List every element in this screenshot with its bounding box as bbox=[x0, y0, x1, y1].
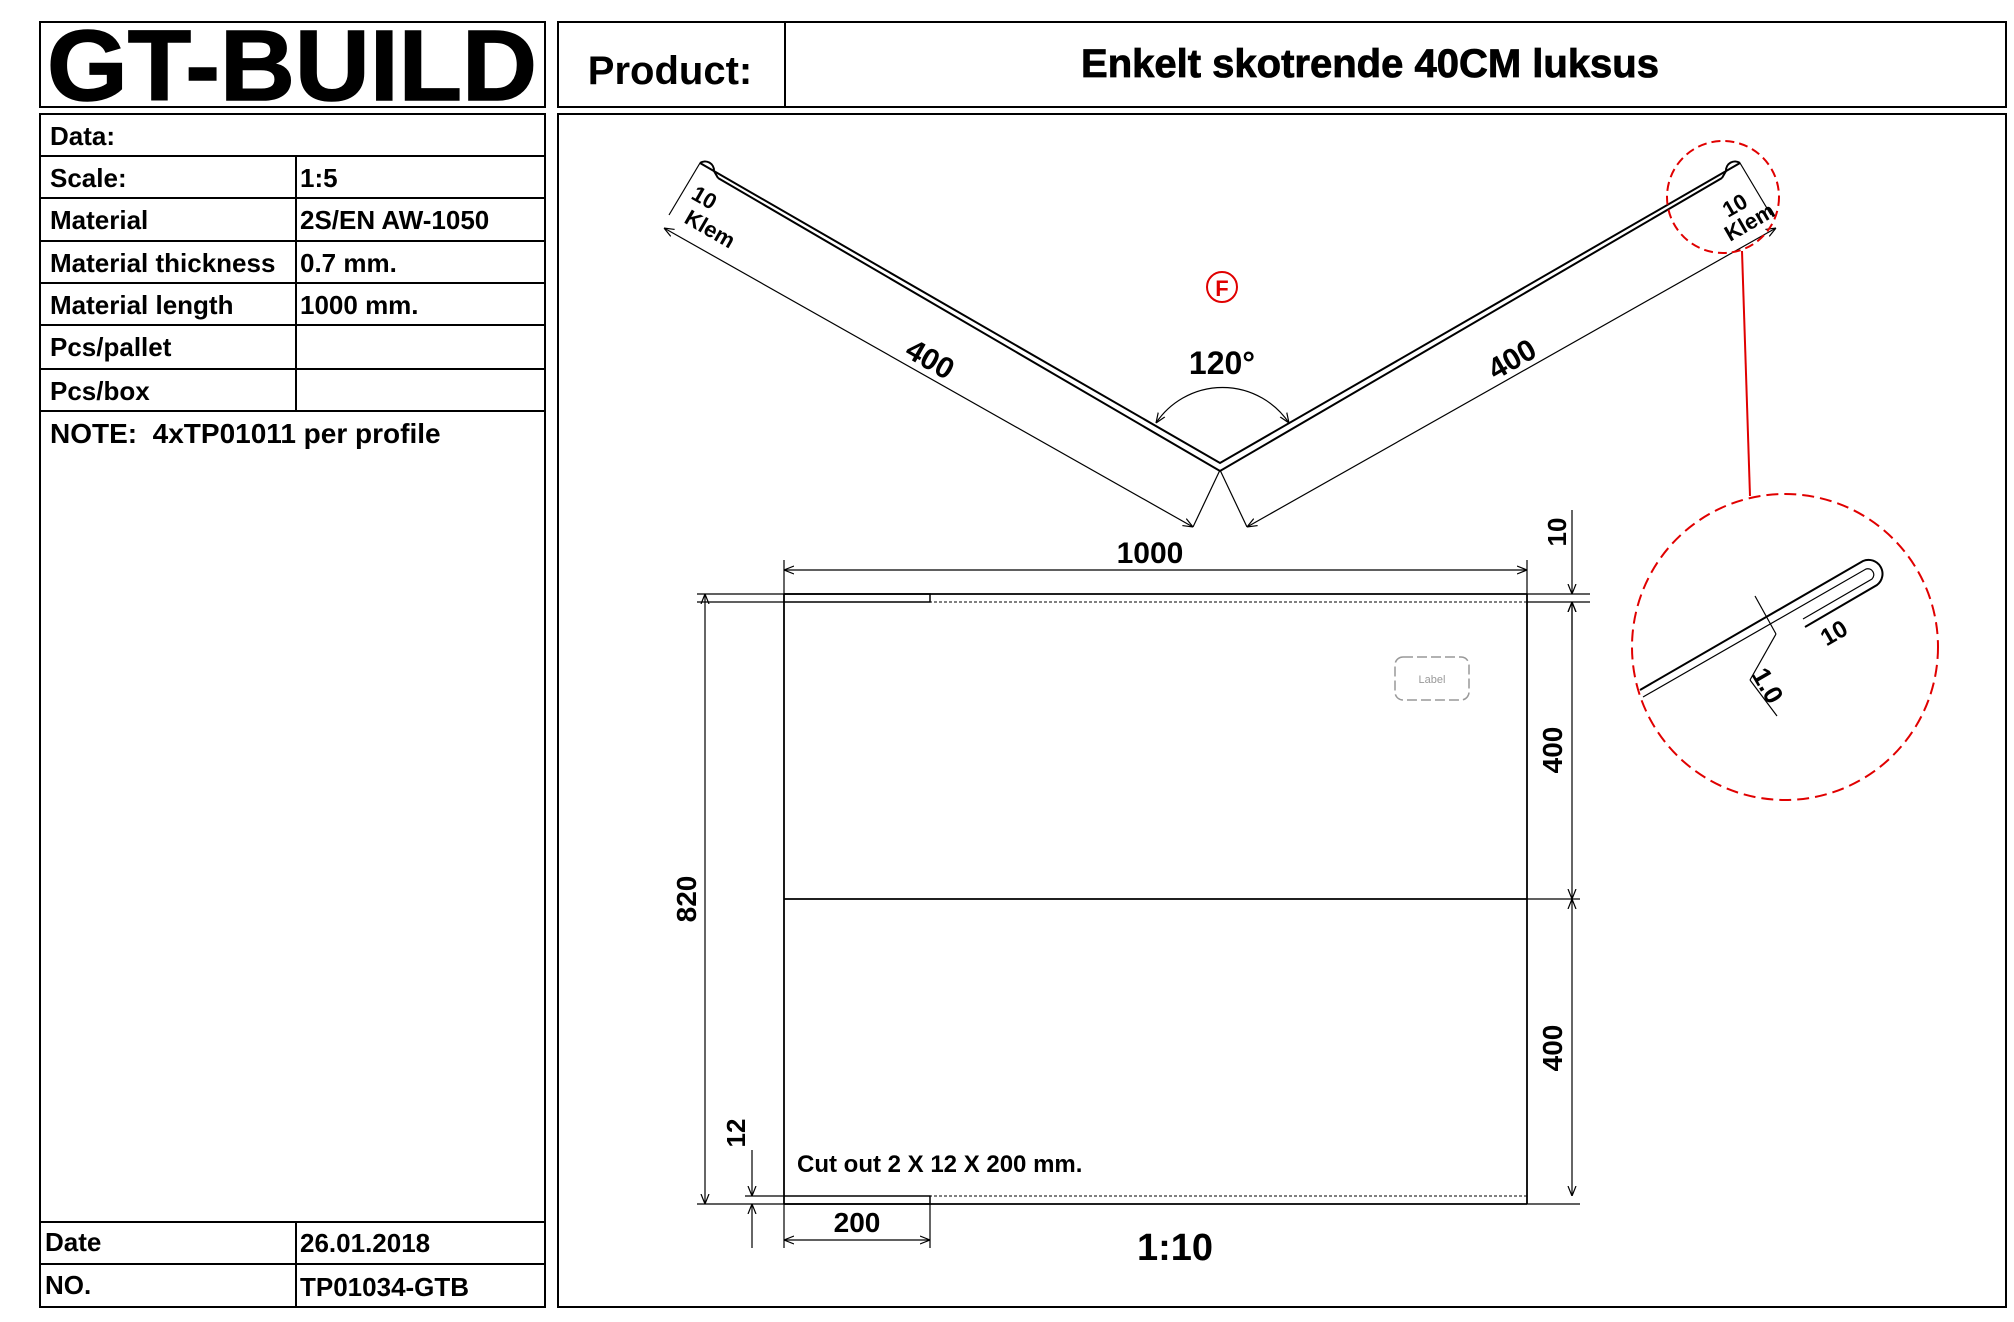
product-label: Product: bbox=[588, 49, 752, 93]
note-text: NOTE: 4xTP01011 per profile bbox=[50, 418, 441, 449]
logo-frame bbox=[39, 21, 546, 108]
detail-callout-large bbox=[1631, 493, 1939, 801]
product-frame bbox=[557, 21, 2007, 108]
detail-hem-inner bbox=[1642, 568, 1875, 698]
detail-radius-label: 1.0 bbox=[1746, 662, 1790, 708]
detail-hem-label: 10 bbox=[1816, 615, 1853, 652]
label-placeholder-text: Label bbox=[1419, 674, 1446, 686]
dim-upper-label: 400 bbox=[1537, 727, 1568, 774]
thickness-label: Material thickness bbox=[50, 248, 275, 278]
face-marker-circle bbox=[1206, 271, 1238, 303]
title-block: GT-BUILD Product: Enkelt skotrende 40CM … bbox=[39, 9, 2007, 123]
detail-leader bbox=[1741, 250, 1751, 497]
view-scale: 1:10 bbox=[1137, 1227, 1213, 1269]
date-label: Date bbox=[45, 1227, 101, 1257]
dim-right-leg bbox=[1247, 228, 1776, 527]
product-name: Enkelt skotrende 40CM luksus bbox=[1081, 42, 1659, 86]
dim-width-label: 1000 bbox=[1117, 537, 1184, 570]
pcs-box-label: Pcs/box bbox=[50, 376, 150, 406]
flat-view: 1000 820 10 400 400 12 200 Cut out 2 X 1… bbox=[671, 510, 1590, 1269]
no-value: TP01034-GTB bbox=[300, 1272, 469, 1302]
detail-callout-small bbox=[1666, 140, 1780, 254]
dim-left-leg-label: 400 bbox=[900, 333, 960, 387]
material-label: Material bbox=[50, 205, 148, 235]
angle-arc bbox=[1156, 386, 1289, 423]
profile-outer-line bbox=[699, 162, 1741, 465]
length-value: 1000 mm. bbox=[300, 290, 419, 320]
drawing-frame bbox=[557, 113, 2007, 1308]
bottom-cutout bbox=[784, 1195, 931, 1205]
dim-lower-label: 400 bbox=[1537, 1025, 1568, 1072]
dim-cutout-label: 200 bbox=[834, 1207, 881, 1238]
dim-height-label: 820 bbox=[671, 876, 702, 923]
face-marker-text: F bbox=[1215, 276, 1228, 301]
data-label: Data: bbox=[50, 121, 115, 151]
detail-view: 1.0 10 bbox=[1631, 493, 1939, 801]
label-placeholder bbox=[1394, 656, 1470, 701]
profile-view: 400 400 120° 10 Klem 10 Klem F bbox=[664, 140, 1780, 527]
scale-value: 1:5 bbox=[300, 163, 338, 193]
pcs-pallet-label: Pcs/pallet bbox=[50, 332, 172, 362]
scale-label: Scale: bbox=[50, 163, 127, 193]
profile-inner-line bbox=[717, 177, 1723, 473]
length-label: Material length bbox=[50, 290, 233, 320]
dim-left-leg bbox=[664, 228, 1193, 527]
dim-notch-label: 12 bbox=[721, 1119, 751, 1148]
no-label: NO. bbox=[45, 1270, 91, 1300]
info-table: Data: Scale: 1:5 Material 2S/EN AW-1050 … bbox=[39, 113, 546, 1308]
material-value: 2S/EN AW-1050 bbox=[300, 205, 489, 235]
logo-text: GT-BUILD bbox=[47, 10, 537, 122]
dim-top-hem-label: 10 bbox=[1542, 518, 1572, 547]
thickness-value: 0.7 mm. bbox=[300, 248, 397, 278]
detail-hem-outer bbox=[1639, 558, 1884, 691]
dim-right-leg-label: 400 bbox=[1482, 333, 1542, 387]
profile-left-hem bbox=[699, 160, 719, 179]
info-table-frame bbox=[39, 113, 546, 1308]
profile-right-hem bbox=[1721, 160, 1741, 179]
top-cutout bbox=[784, 593, 931, 603]
cutout-note: Cut out 2 X 12 X 200 mm. bbox=[797, 1151, 1082, 1178]
date-value: 26.01.2018 bbox=[300, 1228, 430, 1258]
angle-label: 120° bbox=[1189, 345, 1255, 381]
